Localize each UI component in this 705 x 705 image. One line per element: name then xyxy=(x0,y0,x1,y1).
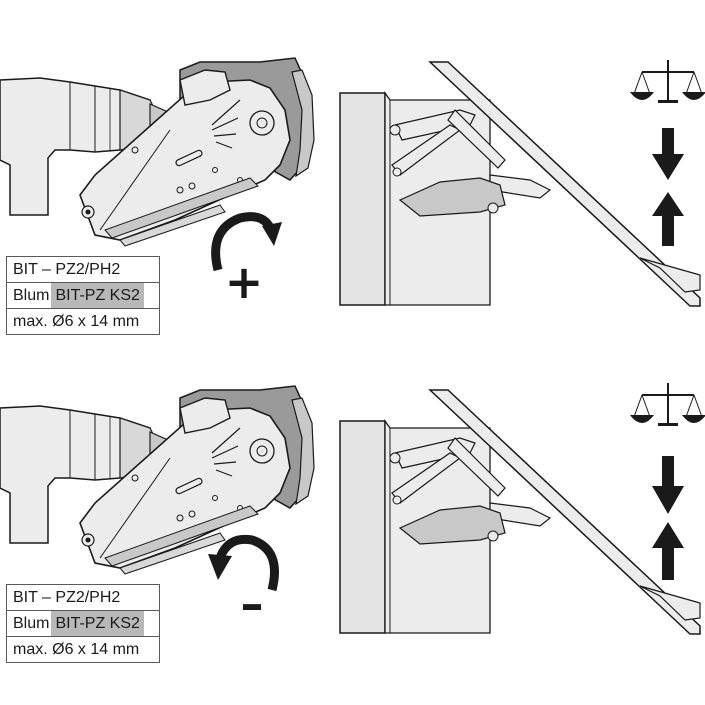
bit-brand-label: Blum xyxy=(13,615,50,632)
balance-scale-icon xyxy=(629,382,705,427)
bit-size-label: max. Ø6 x 14 mm xyxy=(13,641,140,658)
arrow-up-icon xyxy=(652,192,684,246)
arrow-down-icon xyxy=(652,128,684,180)
panel-decrease: – xyxy=(0,382,705,635)
bit-product-label: BIT-PZ KS2 xyxy=(51,283,144,308)
rotate-clockwise-arrow-icon xyxy=(211,212,282,272)
bit-product-label: BIT-PZ KS2 xyxy=(51,611,144,636)
rotate-counterclockwise-arrow-icon xyxy=(208,534,279,592)
lift-mechanism-icon xyxy=(79,57,315,247)
lift-mechanism-icon xyxy=(79,385,315,575)
rotation-symbol-minus: – xyxy=(241,577,264,631)
bit-type-label: BIT – PZ2/PH2 xyxy=(7,257,159,283)
arrow-down-icon xyxy=(652,456,684,514)
bit-size-label: max. Ø6 x 14 mm xyxy=(13,313,140,330)
bit-brand-label: Blum xyxy=(13,287,50,304)
panel-increase: + xyxy=(0,57,705,309)
arrow-up-icon xyxy=(652,522,684,580)
balance-scale-icon xyxy=(629,59,705,104)
bit-type-label: BIT – PZ2/PH2 xyxy=(7,585,159,611)
rotation-symbol-plus: + xyxy=(225,255,264,309)
cabinet-icon xyxy=(339,389,701,635)
